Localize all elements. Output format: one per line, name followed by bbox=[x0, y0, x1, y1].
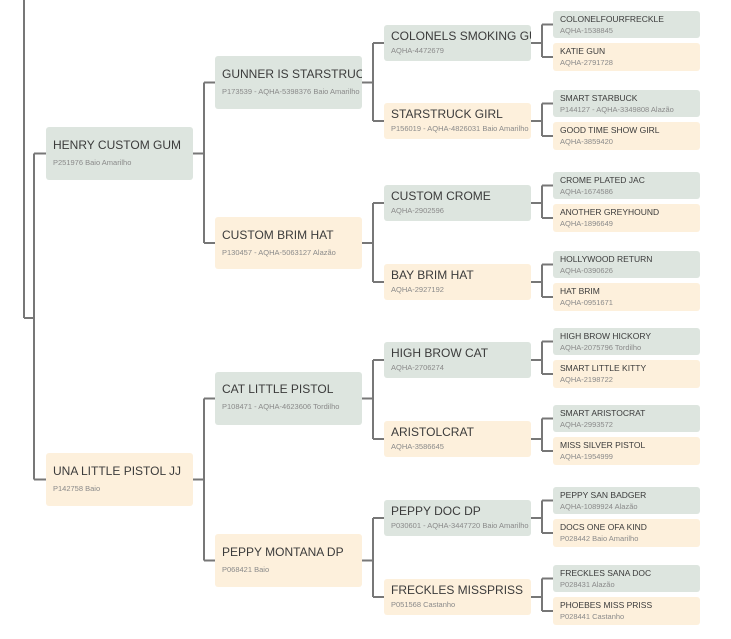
horse-info: AQHA-4472679 bbox=[391, 45, 444, 55]
horse-info: AQHA-2927192 bbox=[391, 284, 444, 294]
horse-name: COLONELFOURFRECKLE bbox=[560, 14, 664, 24]
horse-info: P251976 Baio Amarilho bbox=[53, 157, 132, 167]
horse-info: AQHA-3586645 bbox=[391, 441, 444, 451]
horse-card-dsdd[interactable]: MISS SILVER PISTOL AQHA-1954999 bbox=[553, 437, 700, 465]
horse-card-sds[interactable]: CUSTOM CROME AQHA-2902596 bbox=[384, 185, 531, 221]
horse-name: PEPPY SAN BADGER bbox=[560, 490, 647, 500]
horse-info: AQHA-2902596 bbox=[391, 205, 444, 215]
horse-info: AQHA-2791728 bbox=[560, 57, 613, 67]
horse-info: P130457 - AQHA-5063127 Alazão bbox=[222, 247, 336, 257]
horse-info: P142758 Baio bbox=[53, 483, 101, 493]
horse-card-ddds[interactable]: FRECKLES SANA DOC P028431 Alazão bbox=[553, 565, 700, 592]
horse-info: AQHA-1089924 Alazão bbox=[560, 501, 638, 511]
horse-name: COLONELS SMOKING GUN bbox=[391, 29, 531, 43]
horse-info: AQHA-1538845 bbox=[560, 25, 613, 35]
horse-name: DOCS ONE OFA KIND bbox=[560, 522, 647, 532]
horse-info: AQHA-1954999 bbox=[560, 451, 613, 461]
horse-card-dss[interactable]: HIGH BROW CAT AQHA-2706274 bbox=[384, 342, 531, 378]
horse-info: AQHA-0951671 bbox=[560, 297, 613, 307]
horse-card-dsds[interactable]: SMART ARISTOCRAT AQHA-2993572 bbox=[553, 405, 700, 432]
horse-name: HOLLYWOOD RETURN bbox=[560, 254, 653, 264]
horse-name: CUSTOM BRIM HAT bbox=[222, 228, 334, 242]
horse-info: P156019 - AQHA-4826031 Baio Amarilho bbox=[391, 123, 529, 133]
horse-card-sssd[interactable]: KATIE GUN AQHA-2791728 bbox=[553, 43, 700, 71]
horse-card-ssd[interactable]: STARSTRUCK GIRL P156019 - AQHA-4826031 B… bbox=[384, 103, 531, 139]
horse-info: P068421 Baio bbox=[222, 564, 270, 574]
horse-name: GOOD TIME SHOW GIRL bbox=[560, 125, 660, 135]
horse-name: HENRY CUSTOM GUM bbox=[53, 138, 182, 152]
horse-info: P030601 - AQHA-3447720 Baio Amarilho bbox=[391, 520, 529, 530]
horse-name: HIGH BROW CAT bbox=[391, 346, 489, 360]
horse-card-ssss[interactable]: COLONELFOURFRECKLE AQHA-1538845 bbox=[553, 11, 700, 38]
horse-info: AQHA-2075796 Tordilho bbox=[560, 342, 642, 352]
horse-info: AQHA-3859420 bbox=[560, 136, 613, 146]
horse-card-dssd[interactable]: SMART LITTLE KITTY AQHA-2198722 bbox=[553, 360, 700, 388]
horse-info: AQHA-1896649 bbox=[560, 218, 613, 228]
horse-card-ddd[interactable]: FRECKLES MISSPRISS P051568 Castanho bbox=[384, 579, 531, 615]
horse-name: HAT BRIM bbox=[560, 286, 600, 296]
horse-card-sddd[interactable]: HAT BRIM AQHA-0951671 bbox=[553, 283, 700, 311]
horse-info: P028431 Alazão bbox=[560, 579, 615, 589]
horse-card-dddd[interactable]: PHOEBES MISS PRISS P028441 Castanho bbox=[553, 597, 700, 625]
horse-name: CAT LITTLE PISTOL bbox=[222, 382, 334, 396]
horse-name: SMART STARBUCK bbox=[560, 93, 638, 103]
horse-card-sire[interactable]: HENRY CUSTOM GUM P251976 Baio Amarilho bbox=[46, 127, 193, 180]
horse-name: STARSTRUCK GIRL bbox=[391, 107, 503, 121]
horse-card-ddss[interactable]: PEPPY SAN BADGER AQHA-1089924 Alazão bbox=[553, 487, 700, 514]
horse-info: P051568 Castanho bbox=[391, 599, 456, 609]
horse-name: UNA LITTLE PISTOL JJ bbox=[53, 464, 182, 478]
horse-name: SMART ARISTOCRAT bbox=[560, 408, 646, 418]
horse-card-sire-dam[interactable]: CUSTOM BRIM HAT P130457 - AQHA-5063127 A… bbox=[215, 217, 362, 269]
horse-info: AQHA-2706274 bbox=[391, 362, 444, 372]
horse-name: CROME PLATED JAC bbox=[560, 175, 645, 185]
horse-card-sdd[interactable]: BAY BRIM HAT AQHA-2927192 bbox=[384, 264, 531, 300]
horse-info: P108471 - AQHA-4623606 Tordilho bbox=[222, 401, 340, 411]
horse-name: MISS SILVER PISTOL bbox=[560, 440, 646, 450]
horse-info: AQHA-0390626 bbox=[560, 265, 613, 275]
horse-info: P028441 Castanho bbox=[560, 611, 625, 621]
horse-name: FRECKLES MISSPRISS bbox=[391, 583, 524, 597]
horse-name: ARISTOLCRAT bbox=[391, 425, 474, 439]
horse-info: P173539 - AQHA-5398376 Baio Amarilho bbox=[222, 86, 360, 96]
horse-card-sdss[interactable]: CROME PLATED JAC AQHA-1674586 bbox=[553, 172, 700, 199]
horse-card-ddsd[interactable]: DOCS ONE OFA KIND P028442 Baio Amarilho bbox=[553, 519, 700, 547]
horse-card-ssdd[interactable]: GOOD TIME SHOW GIRL AQHA-3859420 bbox=[553, 122, 700, 150]
horse-name: HIGH BROW HICKORY bbox=[560, 331, 651, 341]
horse-name: FRECKLES SANA DOC bbox=[560, 568, 652, 578]
horse-info: AQHA-2993572 bbox=[560, 419, 613, 429]
horse-name: PHOEBES MISS PRISS bbox=[560, 600, 653, 610]
horse-card-sss[interactable]: COLONELS SMOKING GUN AQHA-4472679 bbox=[384, 25, 531, 61]
horse-name: CUSTOM CROME bbox=[391, 189, 491, 203]
horse-name: ANOTHER GREYHOUND bbox=[560, 207, 660, 217]
horse-card-dam[interactable]: UNA LITTLE PISTOL JJ P142758 Baio bbox=[46, 453, 193, 506]
horse-info: P144127 - AQHA-3349808 Alazão bbox=[560, 104, 674, 114]
horse-name: PEPPY DOC DP bbox=[391, 504, 481, 518]
horse-name: PEPPY MONTANA DP bbox=[222, 545, 344, 559]
horse-name: BAY BRIM HAT bbox=[391, 268, 474, 282]
horse-name: KATIE GUN bbox=[560, 46, 606, 56]
horse-card-sdds[interactable]: HOLLYWOOD RETURN AQHA-0390626 bbox=[553, 251, 700, 278]
horse-card-ssds[interactable]: SMART STARBUCK P144127 - AQHA-3349808 Al… bbox=[553, 90, 700, 117]
horse-card-dsd[interactable]: ARISTOLCRAT AQHA-3586645 bbox=[384, 421, 531, 457]
horse-card-dds[interactable]: PEPPY DOC DP P030601 - AQHA-3447720 Baio… bbox=[384, 500, 531, 536]
horse-card-dsss[interactable]: HIGH BROW HICKORY AQHA-2075796 Tordilho bbox=[553, 328, 700, 355]
horse-card-sire-sire[interactable]: GUNNER IS STARSTRUCK P173539 - AQHA-5398… bbox=[215, 56, 362, 109]
horse-name: GUNNER IS STARSTRUCK bbox=[222, 67, 362, 81]
horse-name: SMART LITTLE KITTY bbox=[560, 363, 647, 373]
horse-card-sdsd[interactable]: ANOTHER GREYHOUND AQHA-1896649 bbox=[553, 204, 700, 232]
horse-card-dam-sire[interactable]: CAT LITTLE PISTOL P108471 - AQHA-4623606… bbox=[215, 372, 362, 425]
horse-card-dam-dam[interactable]: PEPPY MONTANA DP P068421 Baio bbox=[215, 534, 362, 587]
horse-info: AQHA-2198722 bbox=[560, 374, 613, 384]
horse-info: AQHA-1674586 bbox=[560, 186, 613, 196]
horse-info: P028442 Baio Amarilho bbox=[560, 533, 639, 543]
